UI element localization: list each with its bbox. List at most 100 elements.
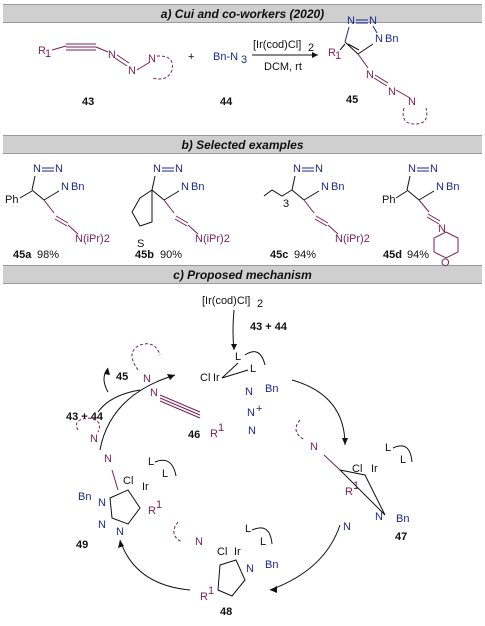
atom-n: N — [98, 519, 106, 531]
mech-catalyst: [Ir(cod)Cl] — [202, 295, 250, 307]
amine-label: N(iPr)2 — [335, 233, 370, 245]
intermediate-48: Cl Ir L L N Bn R 1 N 48 — [173, 521, 278, 618]
catalyst: [Ir(cod)Cl] — [253, 39, 301, 51]
r1-sup: 1 — [218, 422, 224, 434]
azide: Bn-N — [213, 51, 238, 63]
bn-label: Bn — [71, 181, 84, 193]
atom-n: N — [375, 511, 383, 523]
amine-label: N(iPr)2 — [75, 233, 110, 245]
product-r1-sub: 1 — [335, 50, 341, 62]
atom-n: N — [181, 181, 189, 193]
example-45a-yield: 98% — [37, 249, 59, 261]
ir-label: Ir — [142, 481, 149, 493]
bn-label: Bn — [191, 181, 204, 193]
atom-n: N — [369, 15, 377, 27]
atom-n: N — [55, 163, 63, 175]
amine-ring — [131, 343, 161, 371]
atom-n: N — [104, 453, 112, 465]
chain-count: 3 — [283, 198, 289, 210]
plus-sign: + — [188, 51, 194, 63]
bn-label: Bn — [446, 181, 459, 193]
intermediate-47: Cl Ir L L N R 1 N Bn N 47 — [295, 419, 413, 543]
atom-n: N — [375, 33, 383, 45]
atom-n: N — [143, 373, 151, 385]
atom-n: N — [175, 163, 183, 175]
atom-n: N — [90, 433, 98, 445]
atom-n: N — [293, 163, 301, 175]
mech-release-label: 45 — [116, 371, 128, 383]
cod-arc — [154, 459, 177, 477]
thiophene-s: S — [137, 238, 144, 250]
atom-n: N — [108, 49, 116, 61]
atom-n: N — [388, 86, 396, 98]
atom-n: N — [343, 521, 351, 533]
atom-n: N — [148, 53, 156, 65]
section-header-b: b) Selected examples — [3, 135, 482, 154]
ligand-label: L — [400, 454, 406, 466]
atom-n: N — [438, 223, 446, 235]
section-header-b-label: b) Selected examples — [181, 137, 304, 152]
cl-label: Cl — [200, 372, 210, 384]
alkyl-chain — [263, 189, 293, 197]
cycle-arrow — [269, 524, 341, 591]
intermediate-47-label: 47 — [395, 531, 407, 543]
substituent-ph: Ph — [382, 194, 395, 206]
mechanism-cycle: [Ir(cod)Cl] 2 43 + 44 45 43 + 44 Cl Ir L… — [66, 295, 413, 618]
atom-n: N — [321, 181, 329, 193]
cycle-arrow — [119, 539, 191, 591]
atom-n: N — [61, 181, 69, 193]
amine-ring — [173, 521, 183, 543]
section-header-c: c) Proposed mechanism — [3, 265, 482, 284]
alkyne-bond — [159, 394, 201, 413]
atom-n: N — [430, 163, 438, 175]
reagent-r1: R — [38, 45, 46, 57]
r1-label: R — [148, 505, 156, 517]
bn-label: Bn — [265, 383, 278, 395]
atom-n: N — [310, 441, 318, 453]
r1-label: R — [210, 428, 218, 440]
substituent-ph: Ph — [5, 194, 18, 206]
example-45d-yield: 94% — [407, 249, 429, 261]
atom-n: N — [33, 163, 41, 175]
triazole-ring — [109, 489, 141, 525]
example-45a-id: 45a — [13, 249, 32, 261]
amine-label: N(iPr)2 — [195, 233, 230, 245]
atom-n: N — [195, 536, 203, 548]
ligand-label: L — [162, 468, 168, 480]
conditions: DCM, rt — [264, 61, 302, 73]
cod-arc — [244, 351, 266, 366]
mech-add-label: 43 + 44 — [250, 321, 288, 333]
reagent-r1-sub: 1 — [45, 48, 51, 60]
reaction-scheme: R 1 N N N 43 + Bn-N 3 44 [Ir(cod)Cl] 2 D… — [38, 15, 428, 125]
bn-label: Bn — [396, 513, 409, 525]
morpholine-o: O — [441, 257, 450, 269]
atom-n: N — [116, 526, 124, 538]
bn-label: Bn — [78, 491, 91, 503]
amine-ring — [402, 107, 428, 125]
section-header-c-label: c) Proposed mechanism — [173, 267, 312, 282]
atom-n: N — [366, 69, 374, 81]
section-header-a: a) Cui and co-workers (2020) — [3, 4, 482, 23]
bn-label: Bn — [265, 559, 278, 571]
intermediate-46: Cl Ir L L N N N Bn N + N R 1 46 — [131, 343, 278, 441]
bn-label: Bn — [385, 33, 398, 45]
release-arrow — [97, 389, 141, 413]
ligand-label: L — [250, 363, 256, 375]
morpholine-ring — [433, 231, 459, 259]
r1-sup: 1 — [353, 480, 359, 492]
bn-label: Bn — [331, 181, 344, 193]
cl-label: Cl — [123, 475, 133, 487]
example-45c-yield: 94% — [294, 249, 316, 261]
cycle-arrow — [291, 379, 346, 446]
compound-45-label: 45 — [346, 94, 358, 106]
compound-43-label: 43 — [82, 96, 94, 108]
r1-sup: 1 — [208, 585, 214, 597]
intermediate-48-label: 48 — [220, 606, 232, 618]
example-45a: N N N Bn Ph N(iPr)2 45a 98% — [5, 163, 110, 261]
mech-add2-label: 43 + 44 — [66, 411, 104, 423]
examples-row: N N N Bn Ph N(iPr)2 45a 98% N N N Bn — [5, 163, 459, 269]
catalyst-sub: 2 — [308, 42, 314, 54]
ligand-label: L — [245, 523, 251, 535]
ligand-label: L — [148, 456, 154, 468]
atom-n: N — [408, 96, 416, 108]
